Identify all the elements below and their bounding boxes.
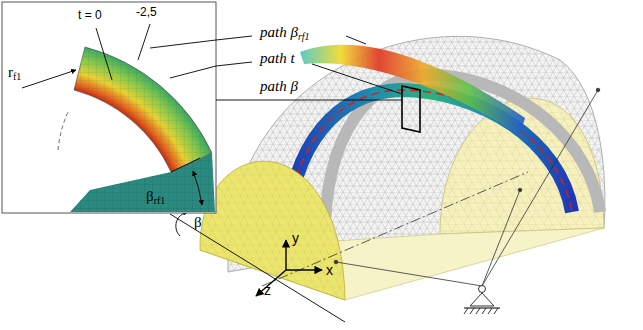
fillet-arc: [58, 112, 68, 150]
axis-label: x: [326, 262, 333, 278]
inset-frame: [2, 2, 216, 213]
path-label: path β: [258, 78, 300, 95]
path-end-value: -2,5: [136, 6, 157, 20]
angle-symbol: β: [146, 188, 154, 205]
front-face: [200, 161, 345, 300]
path-start-value: t = 0: [78, 9, 102, 23]
path-label: path β: [258, 24, 300, 41]
rotation-axis: [170, 214, 345, 322]
radius-subscript: f1: [13, 71, 21, 83]
path-label: path t: [258, 50, 297, 67]
axis-line: [262, 172, 528, 286]
rotation-arrow: [176, 212, 188, 236]
axis-label: z: [264, 282, 271, 298]
leader-lines: [150, 36, 402, 100]
rotation-symbol: β: [194, 214, 202, 231]
t-end-line: [138, 24, 150, 60]
support-symbol: [334, 88, 600, 314]
section-result: [74, 47, 212, 172]
section-frame: [402, 86, 420, 132]
result-strip: [300, 45, 525, 135]
radius-line: [22, 70, 76, 88]
t-line: [96, 28, 112, 80]
path-subscript: rf1: [298, 31, 312, 43]
angle-arc: [193, 171, 202, 205]
angle-subscript: rf1: [154, 195, 166, 207]
axis-label: y: [292, 230, 299, 246]
radius-symbol: r: [8, 64, 13, 81]
